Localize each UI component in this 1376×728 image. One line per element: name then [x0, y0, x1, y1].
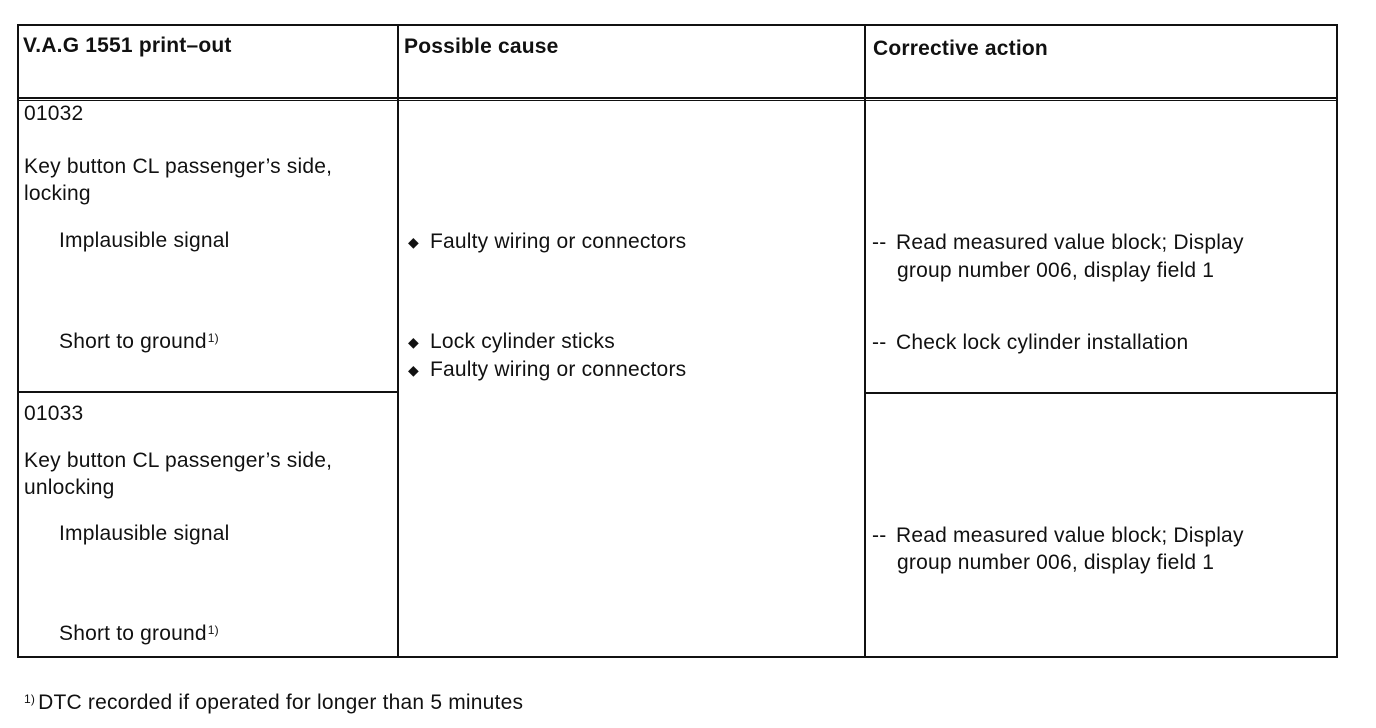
component-01032-line2: locking	[24, 182, 91, 205]
header-action: Corrective action	[873, 37, 1048, 60]
cause-lock-cylinder: ◆ Lock cylinder sticks	[408, 328, 615, 356]
action-01033-read-block: -- Read measured value block; Display	[872, 522, 1244, 550]
header-bottom-border	[17, 97, 1338, 99]
header-cause: Possible cause	[404, 35, 559, 58]
footnote-marker: 1)	[24, 692, 36, 706]
fault-01033-short-to-ground: Short to ground1)	[59, 620, 219, 648]
bullet-icon: ◆	[408, 234, 419, 251]
cause-label: Lock cylinder sticks	[430, 330, 615, 353]
table-right-border	[1336, 24, 1338, 658]
column-divider-1	[397, 24, 399, 658]
footnote: 1)DTC recorded if operated for longer th…	[24, 689, 523, 717]
fault-label: Short to ground	[59, 330, 207, 353]
bullet-icon: ◆	[408, 334, 419, 351]
footnote-text: DTC recorded if operated for longer than…	[38, 691, 524, 714]
cause-label: Faulty wiring or connectors	[430, 230, 687, 253]
cause-faulty-wiring-1: ◆ Faulty wiring or connectors	[408, 228, 686, 256]
row-divider-col3	[864, 392, 1338, 394]
component-01033-line2: unlocking	[24, 476, 115, 499]
fault-01032-implausible: Implausible signal	[59, 229, 230, 252]
fault-01032-short-to-ground: Short to ground1)	[59, 328, 219, 356]
header-printout: V.A.G 1551 print–out	[23, 34, 232, 57]
footnote-ref: 1)	[207, 623, 219, 637]
action-01032-read-block: -- Read measured value block; Display	[872, 229, 1244, 257]
table-bottom-border	[17, 656, 1338, 658]
dash-marker: --	[872, 231, 887, 254]
table-left-border	[17, 24, 19, 658]
header-bottom-border-2	[17, 100, 1338, 101]
table-top-border	[17, 24, 1338, 26]
bullet-icon: ◆	[408, 362, 419, 379]
column-divider-2	[864, 24, 866, 658]
action-01032-read-block-line2: group number 006, display field 1	[897, 259, 1215, 282]
dtc-code-01033: 01033	[24, 402, 84, 425]
cause-faulty-wiring-2: ◆ Faulty wiring or connectors	[408, 356, 686, 384]
component-01032-line1: Key button CL passenger’s side,	[24, 155, 333, 178]
footnote-ref: 1)	[207, 331, 219, 345]
action-line1: Read measured value block; Display	[896, 524, 1244, 547]
row-divider-col1	[17, 391, 398, 393]
dtc-code-01032: 01032	[24, 102, 84, 125]
fault-01033-implausible: Implausible signal	[59, 522, 230, 545]
dash-marker: --	[872, 524, 887, 547]
action-line1: Read measured value block; Display	[896, 231, 1244, 254]
action-label: Check lock cylinder installation	[896, 331, 1189, 354]
action-01033-read-block-line2: group number 006, display field 1	[897, 551, 1215, 574]
cause-label: Faulty wiring or connectors	[430, 358, 687, 381]
component-01033-line1: Key button CL passenger’s side,	[24, 449, 333, 472]
action-01032-check-lock: -- Check lock cylinder installation	[872, 329, 1188, 357]
dash-marker: --	[872, 331, 887, 354]
fault-label: Short to ground	[59, 622, 207, 645]
